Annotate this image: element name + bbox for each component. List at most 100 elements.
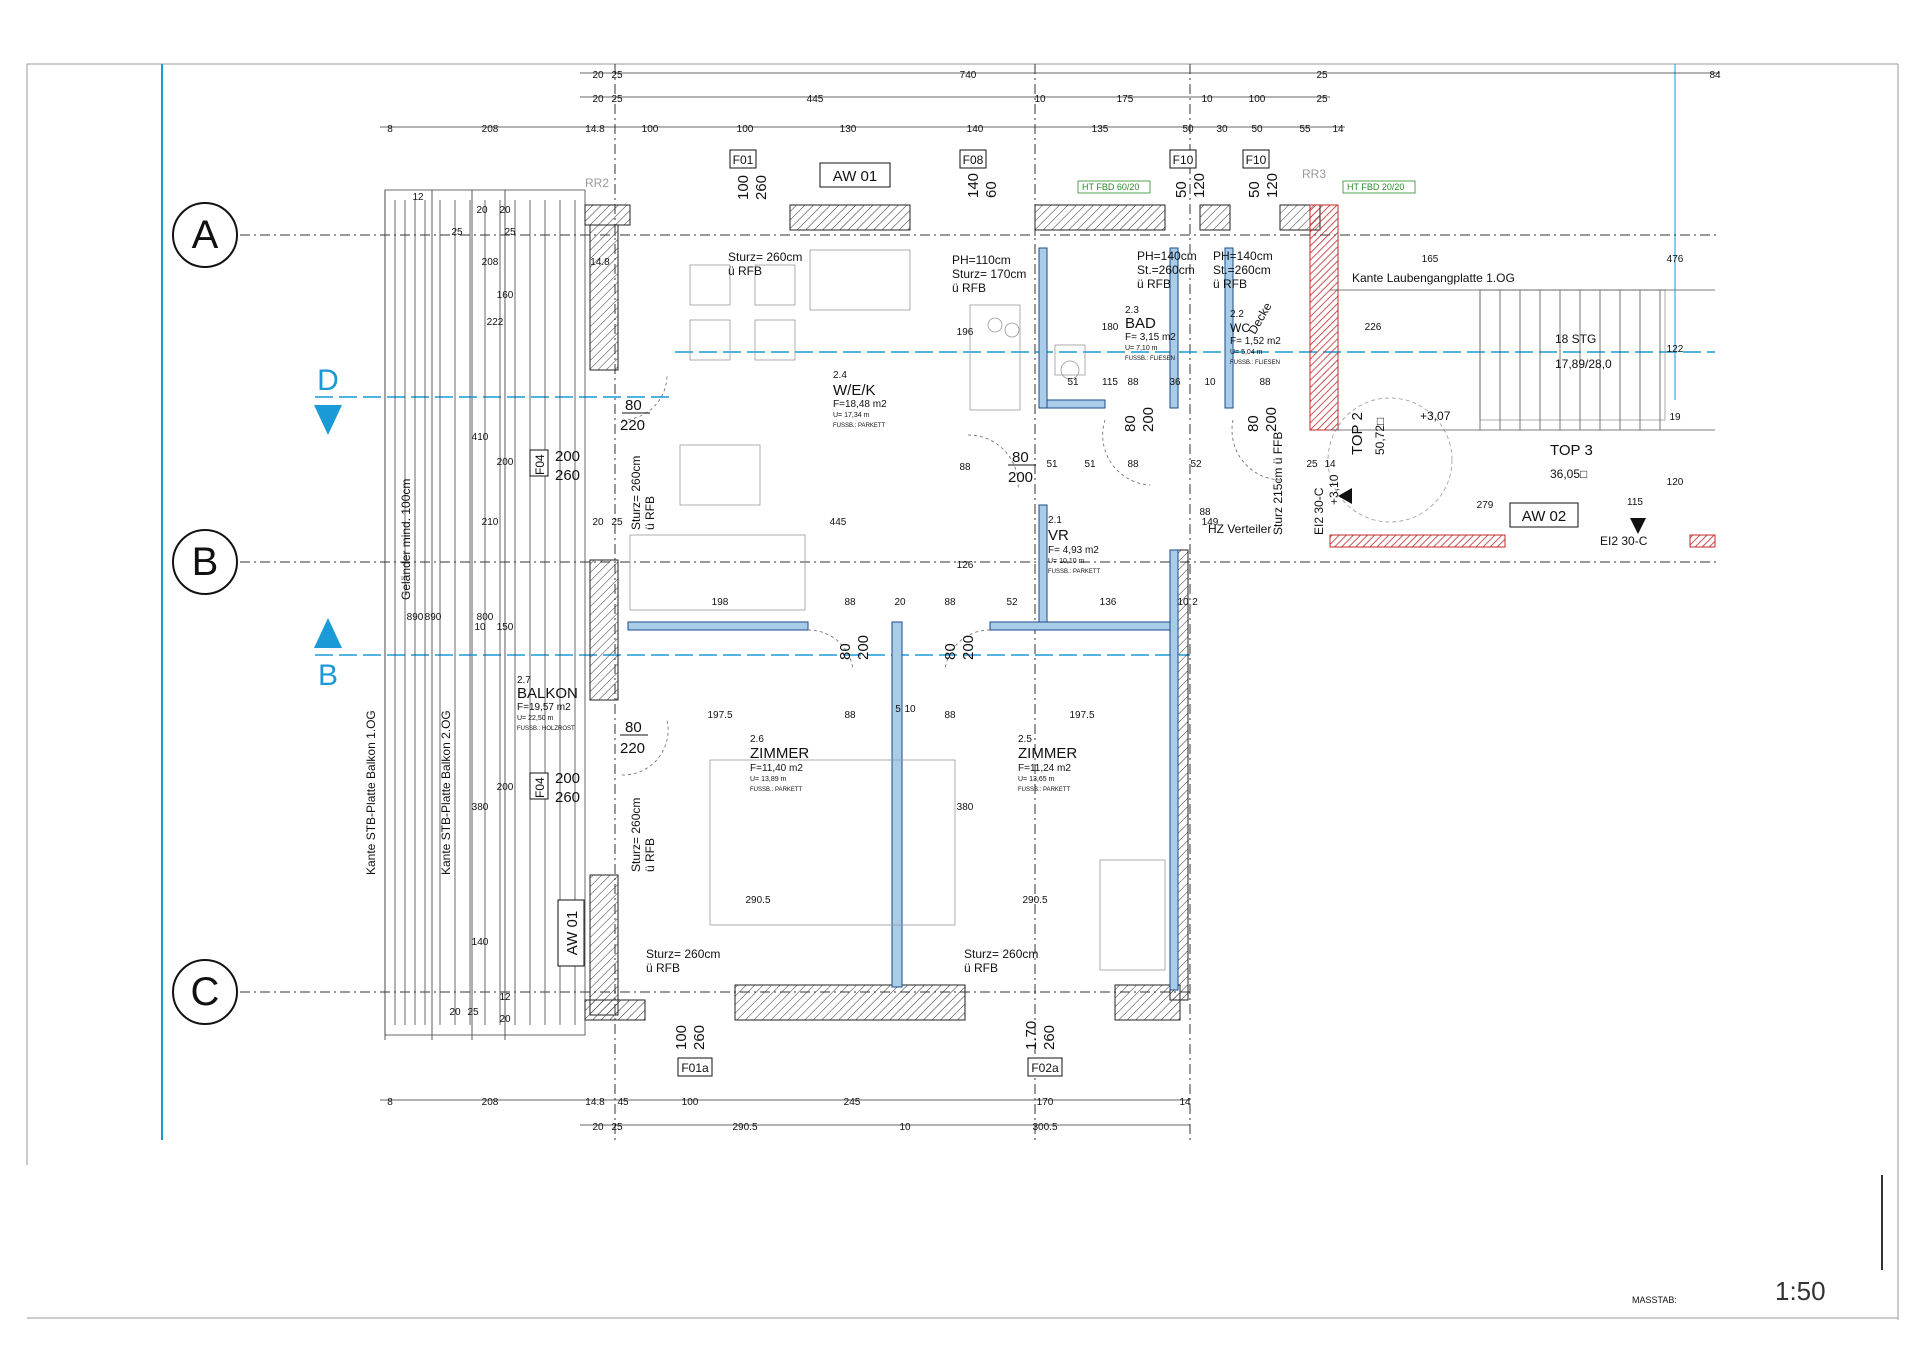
svg-text:HT FBD 20/20: HT FBD 20/20 <box>1347 182 1404 192</box>
room-number: 2.2 <box>1230 309 1244 320</box>
dimension-label: 130 <box>840 124 857 135</box>
svg-text:+3,10: +3,10 <box>1327 474 1341 505</box>
unit-area: 36,05□ <box>1550 467 1587 481</box>
svg-text:80: 80 <box>942 643 959 660</box>
stair-arrow-icon <box>1630 518 1646 534</box>
dimension-label: 25 <box>451 227 463 238</box>
interior-walls <box>627 247 1234 991</box>
dimension-label: 140 <box>967 124 984 135</box>
door-swings <box>621 374 1284 776</box>
dimension-label: 208 <box>482 124 499 135</box>
room-wc: 2.2 WC F= 1,52 m2 U= 5,04 m FUSSB.: FLIE… <box>1230 309 1281 366</box>
svg-text:80: 80 <box>1122 415 1139 432</box>
room-number: 2.6 <box>750 734 764 745</box>
dimension-label: 200 <box>497 782 514 793</box>
dimension-label: 20 <box>499 1014 511 1025</box>
level-arrow-icon <box>1338 488 1352 504</box>
section-arrow-down-icon <box>314 405 342 435</box>
room-perimeter: U= 5,04 m <box>1230 349 1263 356</box>
room-area: F=18,48 m2 <box>833 399 887 410</box>
dimension-label: 100 <box>1249 94 1266 105</box>
axis-label-b: B <box>192 540 219 584</box>
window-tag-f04-b: F04 200 260 <box>529 770 580 806</box>
room-number: 2.4 <box>833 370 847 381</box>
room-name: ZIMMER <box>750 745 809 762</box>
svg-text:200: 200 <box>1263 407 1280 432</box>
svg-text:PH=140cm: PH=140cm <box>1137 249 1197 263</box>
dimension-label: 25 <box>1306 459 1318 470</box>
svg-text:F01a: F01a <box>681 1061 709 1075</box>
annotations: Sturz= 260cm ü RFB PH=110cm Sturz= 170cm… <box>364 167 1648 975</box>
svg-text:F10: F10 <box>1246 153 1267 167</box>
wall-tag-aw02: AW 02 <box>1509 502 1579 528</box>
svg-text:100: 100 <box>673 1025 690 1050</box>
room-perimeter: U= 22,50 m <box>517 715 554 722</box>
dimension-label: 410 <box>472 432 489 443</box>
stair-treads <box>1330 289 1715 431</box>
svg-text:PH=110cm: PH=110cm <box>952 253 1011 267</box>
dimension-label: 88 <box>1259 377 1271 388</box>
dimension-label: 88 <box>1127 377 1139 388</box>
svg-text:120: 120 <box>1264 173 1281 198</box>
dimension-label: 300.5 <box>1032 1122 1057 1133</box>
room-zimmer-1: 2.6 ZIMMER F=11,40 m2 U= 13,89 m FUSSB.:… <box>750 734 809 793</box>
room-perimeter: U= 13,65 m <box>1018 776 1055 783</box>
svg-text:60: 60 <box>983 181 1000 198</box>
stair-label: 18 STG 17,89/28,0 <box>1555 332 1612 371</box>
svg-text:AW 02: AW 02 <box>1522 508 1566 525</box>
dimension-label: 10 <box>474 622 486 633</box>
dimension-label: 140 <box>472 937 489 948</box>
svg-text:EI2 30-C: EI2 30-C <box>1312 487 1326 535</box>
dimension-label: 208 <box>482 257 499 268</box>
dimension-label: 25 <box>611 94 623 105</box>
dimension-label: 120 <box>1667 477 1684 488</box>
dimension-label: 14.8 <box>590 257 610 268</box>
svg-text:200: 200 <box>555 770 580 787</box>
svg-text:F04: F04 <box>533 454 547 475</box>
room-perimeter: U= 13,89 m <box>750 776 787 783</box>
room-floor: FUSSB.: FLIESEN <box>1230 360 1280 366</box>
svg-text:Geländer mind. 100cm: Geländer mind. 100cm <box>399 479 413 600</box>
room-floor: FUSSB.: PARKETT <box>1018 787 1071 793</box>
dimension-label: 380 <box>472 802 489 813</box>
svg-text:260: 260 <box>1041 1025 1058 1050</box>
room-perimeter: U= 17,34 m <box>833 412 870 419</box>
room-vr: 2.1 VR F= 4,93 m2 U= 10,10 m FUSSB.: PAR… <box>1048 515 1101 575</box>
dimension-label: 380 <box>957 802 974 813</box>
dimension-label: 88 <box>944 597 956 608</box>
window-tag-f10-a: F10 50 120 <box>1169 149 1208 198</box>
dimension-label: 160 <box>497 290 514 301</box>
room-name: BALKON <box>517 685 578 702</box>
room-area: F= 1,52 m2 <box>1230 336 1281 347</box>
room-area: F= 3,15 m2 <box>1125 332 1176 343</box>
dimension-label: 20 <box>592 70 604 81</box>
dimension-label: 88 <box>959 462 971 473</box>
dimension-label: 51 <box>1067 377 1079 388</box>
window-tag-f10-b: F10 50 120 <box>1242 149 1281 198</box>
svg-text:260: 260 <box>691 1025 708 1050</box>
dimension-label: 52 <box>1006 597 1018 608</box>
dimension-label: 122 <box>1667 344 1684 355</box>
svg-text:Sturz= 260cm: Sturz= 260cm <box>629 798 643 872</box>
room-floor: FUSSB.: PARKETT <box>1048 569 1101 575</box>
svg-text:ü RFB: ü RFB <box>1137 277 1171 291</box>
dimension-label: 290.5 <box>732 1122 757 1133</box>
svg-text:F08: F08 <box>963 153 984 167</box>
svg-text:EI2 30-C: EI2 30-C <box>1600 534 1648 548</box>
svg-text:ü RFB: ü RFB <box>728 264 762 278</box>
dimension-label: 100 <box>737 124 754 135</box>
dimension-label: 19 <box>1669 412 1681 423</box>
dimension-label: 279 <box>1477 500 1494 511</box>
dimension-label: 197.5 <box>707 710 732 721</box>
axis-bubble-a <box>172 202 238 268</box>
dimension-label: 14 <box>1324 459 1336 470</box>
grid-lines <box>240 64 1720 1140</box>
dimension-label: 88 <box>1199 507 1211 518</box>
dimension-label: 12 <box>499 992 511 1003</box>
dimension-label: 5 <box>895 704 901 715</box>
room-floor: FUSSB.: PARKETT <box>750 787 803 793</box>
exterior-walls <box>584 204 1716 1021</box>
